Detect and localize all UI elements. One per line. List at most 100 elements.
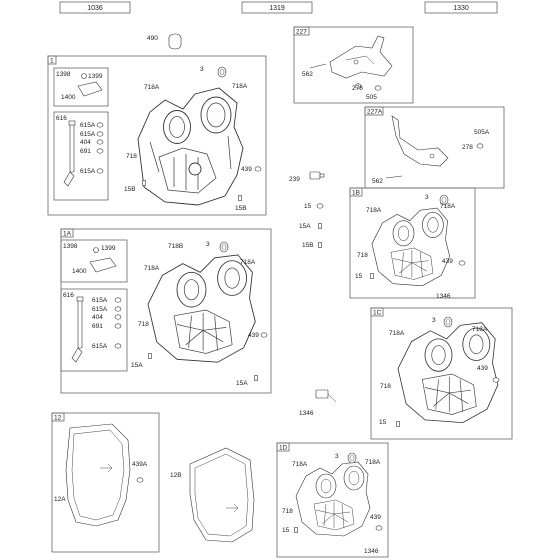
oring-part[interactable] bbox=[96, 122, 104, 128]
oring-part[interactable] bbox=[96, 131, 104, 137]
group-tag-1[interactable]: 1 bbox=[50, 58, 54, 65]
callout-562: 562 bbox=[372, 178, 383, 185]
dowel-part[interactable] bbox=[370, 273, 374, 279]
callout-278: 278 bbox=[352, 85, 363, 92]
crankcase-part[interactable] bbox=[147, 254, 256, 363]
part-490-bushing[interactable]: 490 bbox=[147, 33, 182, 50]
oring-part[interactable] bbox=[476, 143, 484, 149]
dipstick-tube-part[interactable] bbox=[71, 296, 84, 363]
sensor-part[interactable] bbox=[315, 389, 337, 403]
oring-part[interactable] bbox=[458, 260, 466, 266]
callout-1346: 1346 bbox=[299, 410, 314, 417]
group-227: 227 562 278 505 bbox=[293, 26, 414, 104]
callout-3: 3 bbox=[432, 317, 436, 324]
callout-615A-2: 615A bbox=[80, 131, 96, 138]
callout-439A: 439A bbox=[132, 461, 148, 468]
oring-part[interactable] bbox=[254, 166, 262, 172]
oring-part[interactable] bbox=[260, 332, 268, 338]
oring-part[interactable] bbox=[316, 203, 324, 209]
callout-12B: 12B bbox=[170, 472, 182, 479]
callout-1400: 1400 bbox=[72, 268, 87, 275]
group-tag-1C[interactable]: 1C bbox=[373, 310, 382, 317]
callout-718: 718 bbox=[380, 383, 391, 390]
callout-15: 15 bbox=[282, 527, 290, 534]
callout-15A-1: 15A bbox=[131, 362, 143, 369]
group-tag-1B[interactable]: 1B bbox=[352, 190, 360, 197]
seal-part[interactable] bbox=[443, 316, 453, 328]
dowel-part[interactable] bbox=[318, 223, 322, 229]
callout-615A-2: 615A bbox=[92, 306, 108, 313]
header-ref-3[interactable]: 1330 bbox=[453, 5, 469, 12]
callout-718A-1: 718A bbox=[144, 84, 160, 91]
group-tag-1A[interactable]: 1A bbox=[63, 231, 72, 238]
callout-15: 15 bbox=[355, 273, 363, 280]
gasket-part[interactable] bbox=[189, 447, 255, 543]
callout-15A-2: 15A bbox=[236, 380, 248, 387]
seal-part[interactable] bbox=[217, 66, 227, 78]
oring-part[interactable] bbox=[136, 477, 144, 483]
crankcase-part[interactable] bbox=[137, 87, 244, 206]
seal-part[interactable] bbox=[219, 241, 229, 253]
callout-3: 3 bbox=[200, 66, 204, 73]
header-ref-boxes: 1036 1319 1330 bbox=[59, 1, 498, 14]
dowel-part[interactable] bbox=[294, 527, 298, 533]
oring-part[interactable] bbox=[492, 377, 500, 383]
group-tag-1D[interactable]: 1D bbox=[279, 445, 288, 452]
oring-part[interactable] bbox=[114, 297, 122, 303]
header-ref-1[interactable]: 1036 bbox=[87, 5, 103, 12]
oring-part[interactable] bbox=[96, 148, 104, 154]
crankcase-part[interactable] bbox=[397, 322, 499, 424]
callout-718A-1: 718A bbox=[366, 207, 382, 214]
callout-3: 3 bbox=[206, 241, 210, 248]
callout-3: 3 bbox=[335, 453, 339, 460]
dowel-part[interactable] bbox=[254, 375, 258, 381]
oring-part[interactable] bbox=[375, 525, 383, 531]
dipstick-tube-part[interactable] bbox=[63, 120, 76, 187]
gasket-part[interactable] bbox=[65, 423, 131, 527]
dowel-part[interactable] bbox=[142, 180, 146, 186]
callout-490: 490 bbox=[147, 35, 158, 42]
group-tag-12[interactable]: 12 bbox=[54, 415, 62, 422]
callout-718A-1: 718A bbox=[292, 461, 308, 468]
group-tag-227A[interactable]: 227A bbox=[367, 109, 383, 116]
oring-part[interactable] bbox=[96, 168, 104, 174]
callout-439: 439 bbox=[442, 258, 453, 265]
sensor-part[interactable] bbox=[309, 171, 325, 180]
group-tag-227[interactable]: 227 bbox=[296, 29, 307, 36]
callout-562: 562 bbox=[302, 71, 313, 78]
crankcase-part[interactable] bbox=[371, 207, 451, 287]
breather-cover-part[interactable] bbox=[89, 247, 117, 273]
group-1C: 1C 3 718A 718A 718 439 15 bbox=[370, 307, 513, 440]
callout-1399: 1399 bbox=[101, 245, 116, 252]
crankcase-part[interactable] bbox=[295, 461, 371, 537]
dowel-part[interactable] bbox=[396, 421, 400, 427]
dowel-part[interactable] bbox=[148, 353, 152, 359]
oring-part[interactable] bbox=[114, 323, 122, 329]
oring-part[interactable] bbox=[96, 139, 104, 145]
callout-615A-3: 615A bbox=[80, 168, 96, 175]
callout-505: 505 bbox=[366, 94, 377, 101]
callout-615A-1: 615A bbox=[92, 297, 108, 304]
callout-718: 718 bbox=[138, 321, 149, 328]
callout-404: 404 bbox=[92, 314, 103, 321]
seal-part[interactable] bbox=[347, 452, 357, 464]
oring-part[interactable] bbox=[114, 343, 122, 349]
oring-part[interactable] bbox=[114, 314, 122, 320]
callout-616: 616 bbox=[63, 292, 74, 299]
oring-part[interactable] bbox=[114, 306, 122, 312]
dowel-part[interactable] bbox=[238, 195, 242, 201]
bracket-part[interactable] bbox=[391, 115, 449, 167]
group-12: 12 439A 12A bbox=[51, 412, 160, 553]
callout-15B: 15B bbox=[302, 242, 314, 249]
callout-1346: 1346 bbox=[364, 548, 379, 555]
oring-part[interactable] bbox=[374, 85, 382, 91]
callout-1399: 1399 bbox=[88, 73, 103, 80]
dowel-part[interactable] bbox=[318, 242, 322, 248]
header-ref-2[interactable]: 1319 bbox=[269, 5, 285, 12]
callout-615A-3: 615A bbox=[92, 343, 108, 350]
callout-718: 718 bbox=[357, 252, 368, 259]
callout-3: 3 bbox=[425, 194, 429, 201]
callout-615A-1: 615A bbox=[80, 122, 96, 129]
breather-cover-part[interactable] bbox=[77, 73, 103, 97]
